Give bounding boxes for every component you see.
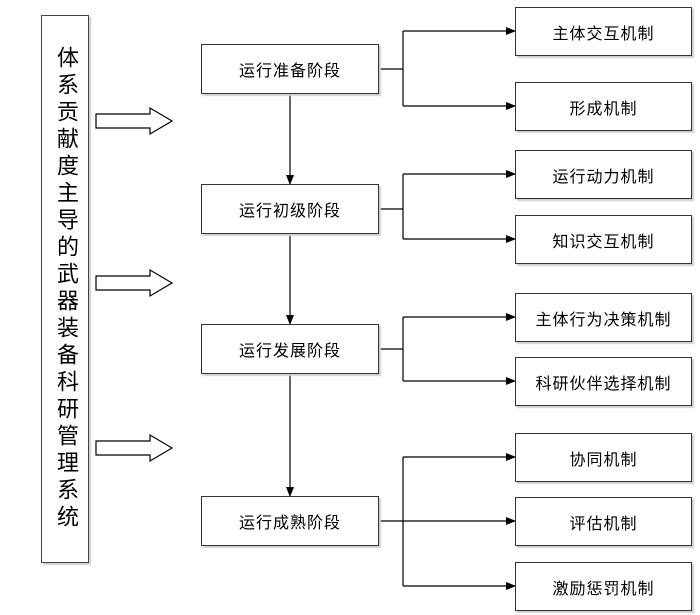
mechanism-label: 评估机制 (569, 513, 638, 533)
mechanism-label: 运行动力机制 (552, 166, 655, 186)
branch-stage-4 (379, 453, 516, 590)
block-arrow-1 (95, 106, 174, 136)
mechanism-box: 主体行为决策机制 (515, 293, 692, 342)
stage-label: 运行准备阶段 (238, 61, 341, 80)
branch-stage-3 (379, 313, 516, 385)
mechanism-label: 形成机制 (569, 98, 638, 118)
stage-box-mature: 运行成熟阶段 (201, 496, 379, 546)
mechanism-box: 评估机制 (515, 497, 692, 546)
system-title-box: 体系贡献度主导的武器装备科研管理系统 (41, 15, 89, 563)
mechanism-box: 主体交互机制 (515, 7, 692, 56)
stage-box-initial: 运行初级阶段 (201, 184, 379, 234)
mechanism-label: 协同机制 (569, 449, 638, 469)
stage-box-prepare: 运行准备阶段 (201, 44, 379, 94)
stage-label: 运行发展阶段 (238, 341, 341, 360)
mechanism-box: 科研伙伴选择机制 (515, 357, 692, 406)
stage-label: 运行成熟阶段 (238, 513, 341, 532)
block-arrow-2 (95, 268, 174, 298)
block-arrow-3 (95, 433, 174, 463)
stage-box-develop: 运行发展阶段 (201, 324, 379, 374)
mechanism-box: 形成机制 (515, 82, 692, 131)
mechanism-label: 主体行为决策机制 (535, 309, 672, 329)
mechanism-label: 主体交互机制 (552, 23, 655, 43)
branch-stage-1 (379, 27, 516, 110)
branch-stage-2 (379, 170, 516, 243)
mechanism-box: 激励惩罚机制 (515, 562, 692, 611)
mechanism-box: 协同机制 (515, 433, 692, 482)
mechanism-label: 知识交互机制 (552, 231, 655, 251)
system-title: 体系贡献度主导的武器装备科研管理系统 (53, 46, 78, 532)
mechanism-box: 运行动力机制 (515, 150, 692, 199)
mechanism-box: 知识交互机制 (515, 215, 692, 264)
stage-label: 运行初级阶段 (238, 201, 341, 220)
mechanism-label: 科研伙伴选择机制 (535, 373, 672, 393)
mechanism-label: 激励惩罚机制 (552, 578, 655, 598)
